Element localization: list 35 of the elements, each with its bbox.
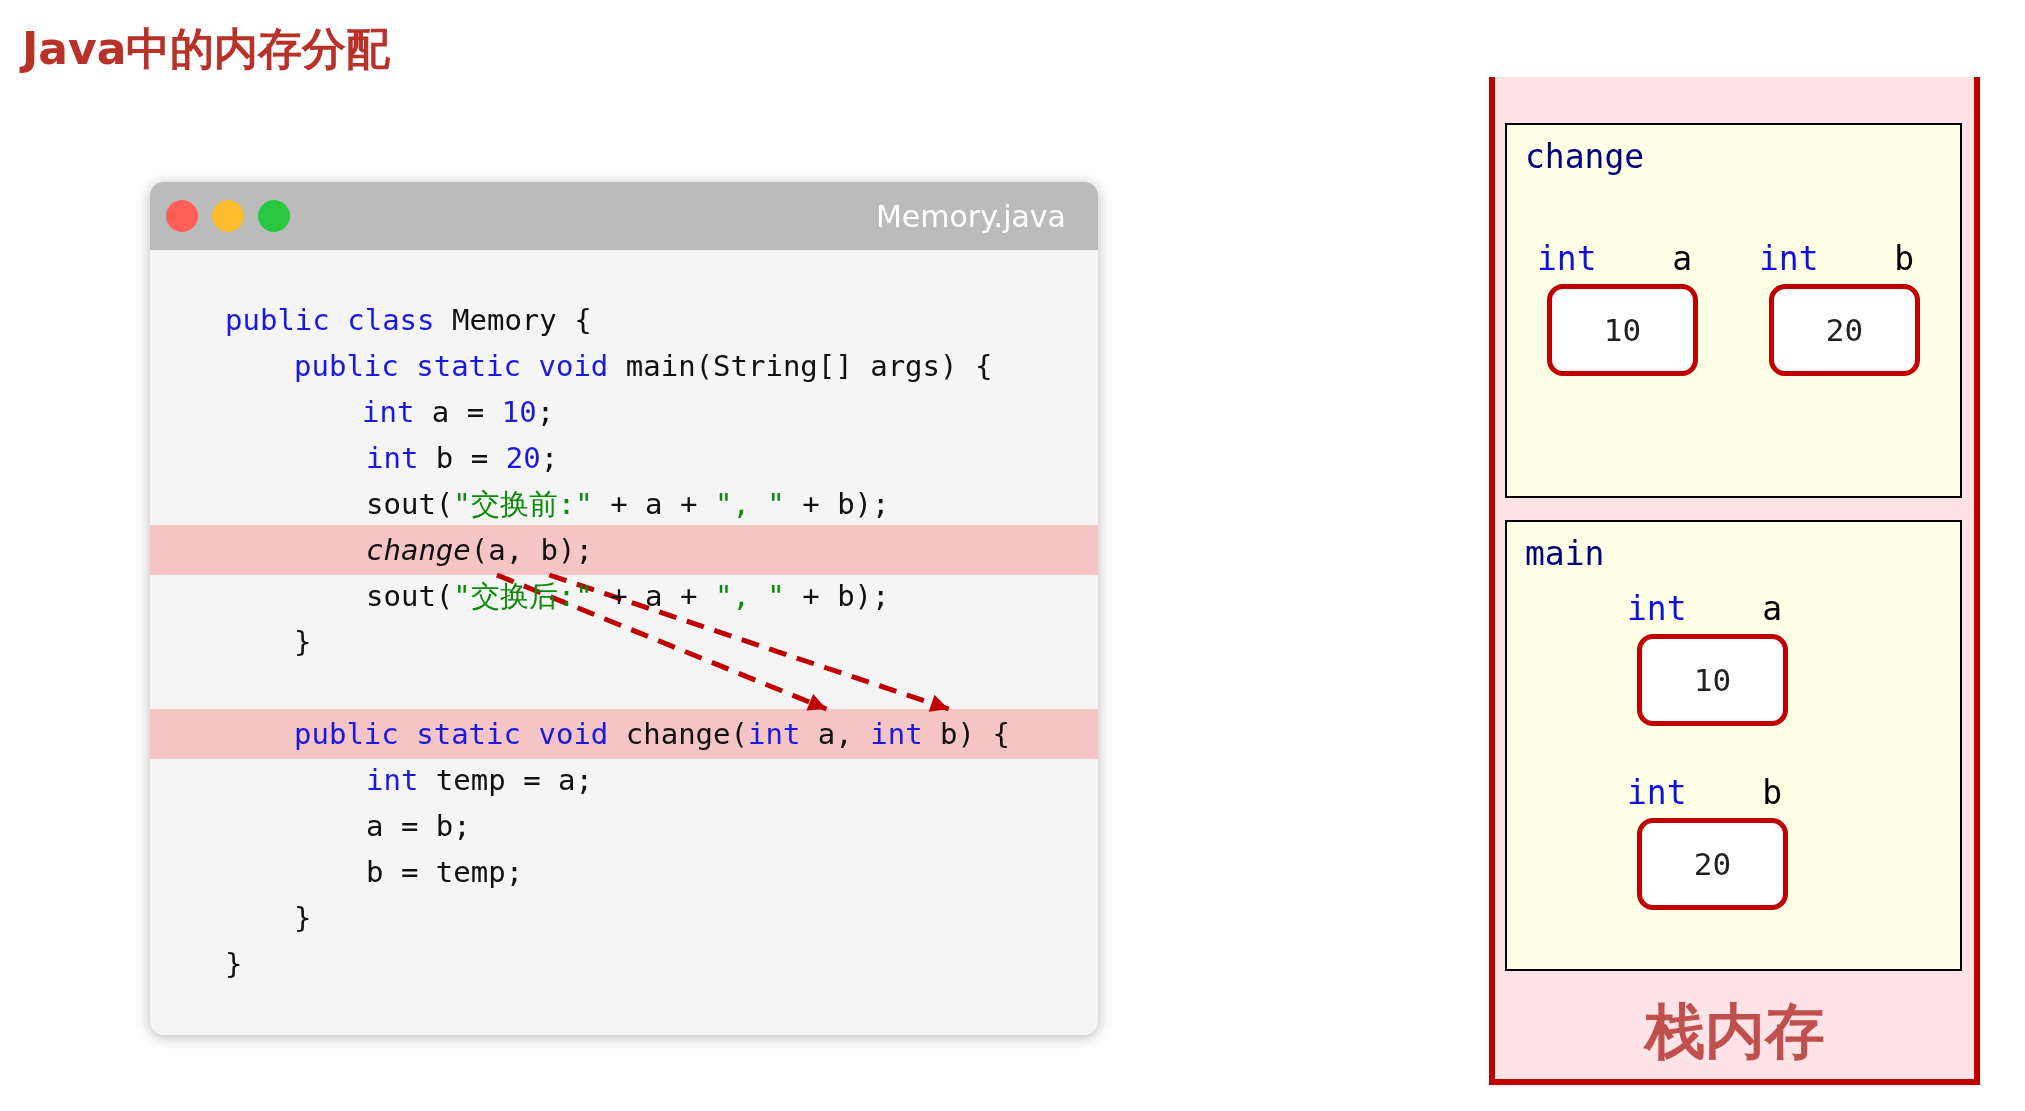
code-line: int a = 10; (362, 394, 555, 431)
code-line: public static void main(String[] args) { (294, 348, 993, 385)
variable-name: b (1762, 772, 1782, 812)
dashed-arrow (548, 572, 950, 712)
code-line: public static void change(int a, int b) { (294, 716, 1010, 753)
code-line: b = temp; (366, 854, 524, 891)
value-box: 10 (1637, 634, 1788, 726)
type-keyword: int (1759, 238, 1819, 278)
variable-name: b (1894, 238, 1914, 278)
value-box: 20 (1769, 284, 1920, 376)
value-box: 20 (1637, 818, 1788, 910)
code-line: a = b; (366, 808, 471, 845)
value-box: 10 (1547, 284, 1698, 376)
stack-memory-panel (1489, 77, 1980, 1085)
frame-name: change (1525, 137, 1645, 176)
stack-frame (1505, 520, 1962, 971)
frame-name: main (1525, 534, 1605, 573)
file-name: Memory.java (875, 198, 1066, 234)
variable-name: a (1672, 238, 1692, 278)
type-keyword: int (1537, 238, 1597, 278)
type-keyword: int (1627, 772, 1687, 812)
code-window (150, 182, 1098, 1035)
code-line: int b = 20; (366, 440, 559, 477)
dashed-arrow (496, 572, 828, 712)
code-line: } (225, 946, 243, 983)
type-keyword: int (1627, 588, 1687, 628)
code-line: } (294, 624, 312, 661)
code-line: int temp = a; (366, 762, 593, 799)
variable-name: a (1762, 588, 1782, 628)
code-line: sout("交换前:" + a + ", " + b); (366, 486, 890, 523)
code-line: change(a, b); (366, 532, 593, 569)
code-line: public class Memory { (225, 302, 592, 339)
stack-frame (1505, 123, 1962, 498)
code-line: } (294, 900, 312, 937)
panel-label: 栈内存 (1642, 995, 1826, 1068)
